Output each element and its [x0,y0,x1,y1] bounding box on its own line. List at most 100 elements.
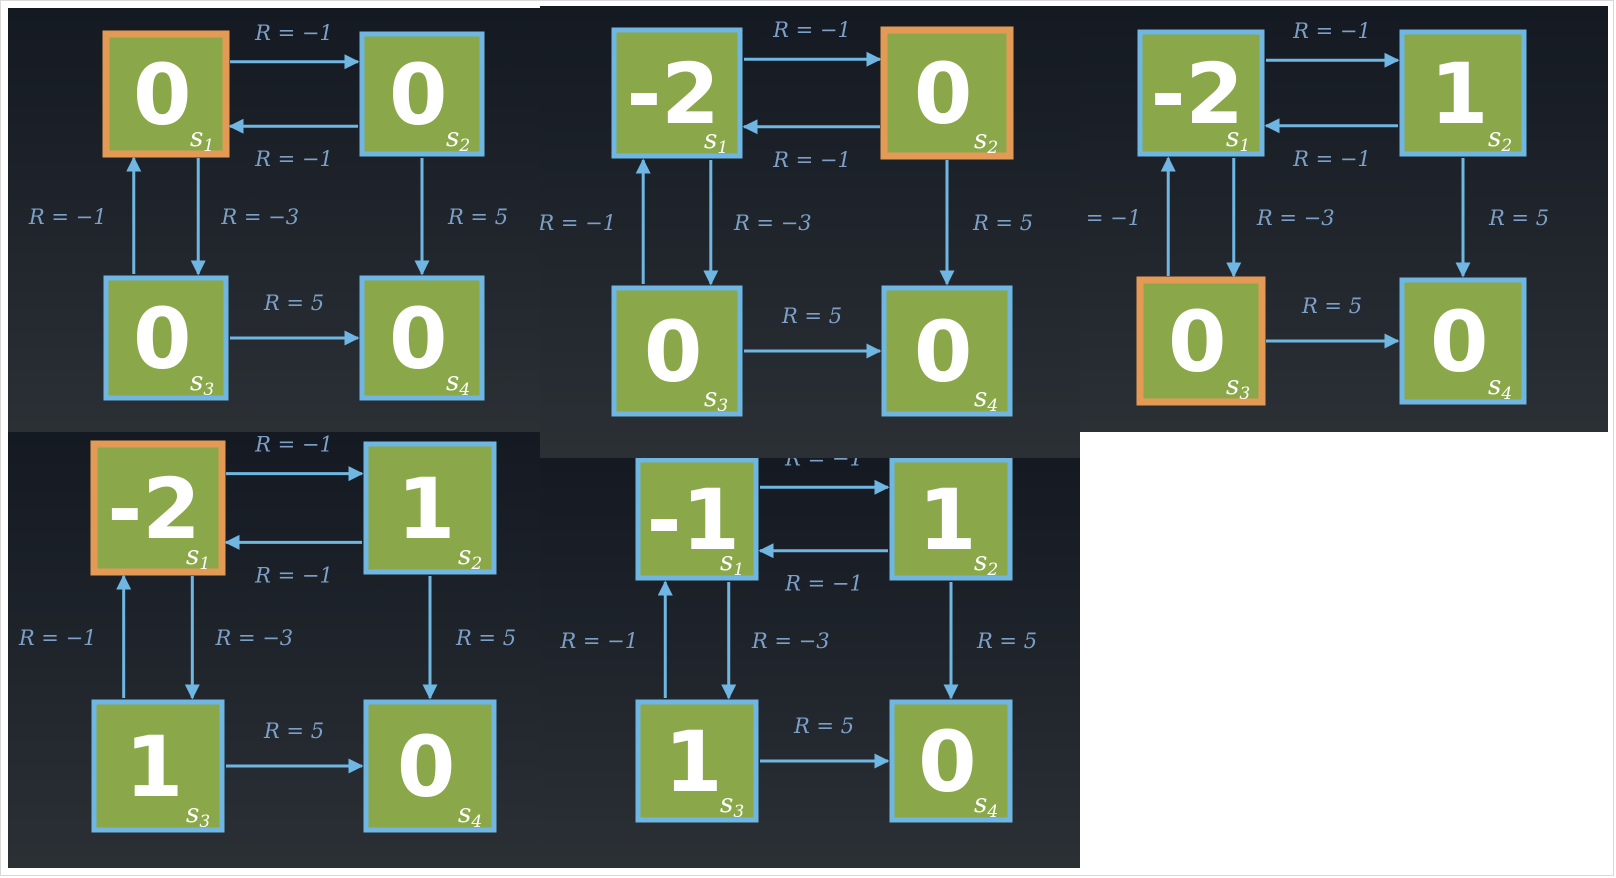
diagram-svg: R = −1R = −1R = −3R = −1R = 5R = 5-2s11s… [1080,6,1608,432]
reward-label: R = −3 [733,211,812,235]
state-box [611,27,743,159]
state-box [1399,277,1527,405]
state-value: 0 [1430,293,1488,391]
state-value: -2 [107,460,200,558]
state-box [90,440,226,576]
state-node-s1: -2s1 [90,440,226,576]
reward-label: R = −1 [772,148,851,172]
state-node-s1: -1s1 [635,458,759,581]
state-box [635,699,759,823]
state-box [102,30,230,158]
state-value: 0 [1168,293,1226,391]
state-value: 1 [664,713,722,811]
state-box [881,285,1013,417]
state-value: 1 [397,460,455,558]
state-node-s4: 0s4 [889,699,1013,823]
reward-label: R = −1 [254,21,333,45]
reward-label: R = −3 [220,205,299,229]
diagram-svg: R = −1 R = −1 R = −3 R = −1 R = 5 R = 5 0s1 0s2… [8,8,540,432]
state-label: s3 [720,789,744,822]
state-box [1136,276,1266,406]
state-label: s4 [974,789,998,822]
reward-label: R = 5 [1488,206,1549,230]
state-box [91,699,225,833]
reward-label: R = −1 [254,147,333,171]
state-value: 0 [397,718,455,816]
state-value: 0 [914,45,972,143]
state-value: 0 [644,303,702,401]
state-value: -2 [1151,45,1244,143]
reward-label: R = −1 [254,563,333,587]
state-value: -2 [626,45,719,143]
reward-label: R = −3 [751,629,830,653]
reward-label: R = −3 [214,626,293,650]
reward-label: R = −3 [1256,206,1335,230]
state-node-s2: 0s2 [359,31,485,157]
reward-label: R = 5 [447,205,508,229]
state-node-s3: 0s3 [103,275,229,401]
state-box [889,458,1013,581]
reward-label: R = −1 [18,626,97,650]
reward-label: R = −1 [540,211,616,235]
state-value: 1 [1430,45,1488,143]
state-box [1137,29,1265,157]
state-node-s1: -2s1 [1137,29,1265,157]
reward-label: R = −1 [1292,19,1371,43]
state-box [359,31,485,157]
state-box [363,699,497,833]
state-value: 0 [914,303,972,401]
state-box [889,699,1013,823]
state-box [880,26,1014,160]
state-value: 1 [918,471,976,569]
state-value: 0 [133,46,191,144]
reward-label: R = −1 [784,458,863,470]
reward-label: R = 5 [972,211,1033,235]
state-value: -1 [647,471,740,569]
reward-label: R = 5 [263,719,324,743]
state-value: 1 [125,718,183,816]
reward-label: R = 5 [1301,294,1362,318]
diagram-panel-3: R = −1R = −1R = −3R = −1R = 5R = 5-2s11s… [1080,6,1608,432]
reward-label: R = −1 [28,205,107,229]
state-box [611,285,743,417]
reward-label: R = 5 [793,714,854,738]
state-node-s2: 1s2 [889,458,1013,581]
reward-label: R = −1 [772,18,851,42]
state-node-s1: -2s1 [611,27,743,159]
state-value: 0 [389,46,447,144]
state-value: 0 [918,713,976,811]
state-node-s3: 1s3 [635,699,759,823]
state-box [103,275,229,401]
state-value: 0 [389,290,447,388]
reward-label: R = 5 [455,626,516,650]
reward-label: R = −1 [1080,206,1141,230]
state-node-s4: 0s4 [359,275,485,401]
state-box [359,275,485,401]
state-node-s1: 0s1 [102,30,230,158]
state-box [635,458,759,581]
reward-label: R = 5 [263,291,324,315]
state-box [1399,29,1527,157]
state-label: s4 [1488,371,1512,404]
state-box [363,441,497,575]
reward-label: R = −1 [559,629,638,653]
reward-label: R = −1 [1292,147,1371,171]
state-value: 0 [133,290,191,388]
reward-label: R = −1 [784,572,863,596]
